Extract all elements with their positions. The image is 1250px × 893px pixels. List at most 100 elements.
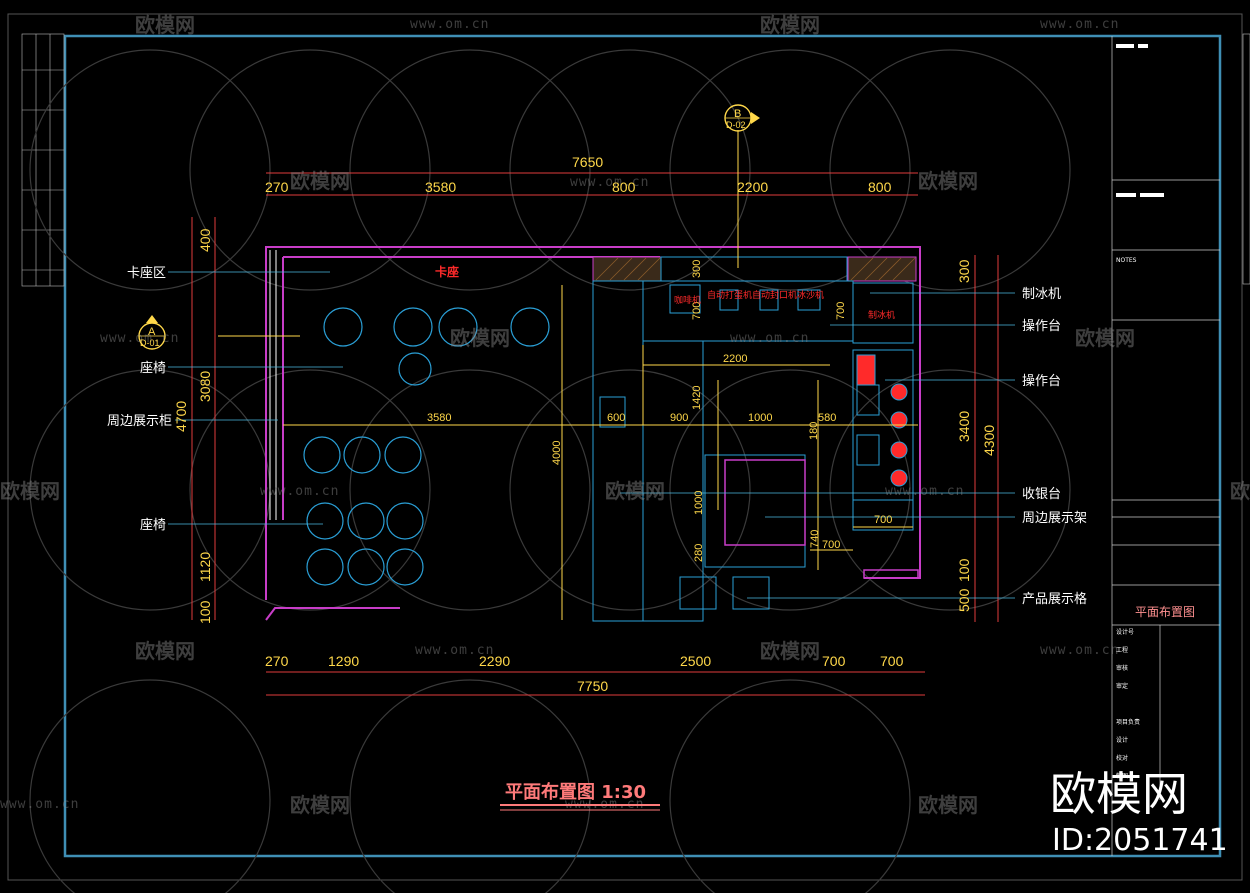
svg-text:冰沙机: 冰沙机 bbox=[797, 289, 824, 301]
svg-text:www.om.cn: www.om.cn bbox=[570, 175, 649, 190]
svg-text:咖啡机: 咖啡机 bbox=[674, 294, 701, 306]
cashier-counter bbox=[724, 459, 806, 546]
svg-text:100: 100 bbox=[197, 600, 213, 624]
section-marker-b-letter: B bbox=[734, 108, 741, 120]
svg-text:www.om.cn: www.om.cn bbox=[1040, 17, 1119, 32]
svg-text:1290: 1290 bbox=[328, 653, 359, 669]
title-block-rows: 设计号 工程 审核 审定 项目负责 设计 校对 制图 bbox=[1116, 628, 1140, 780]
svg-text:700: 700 bbox=[822, 539, 840, 551]
drawing-title: 平面布置图 1:30 bbox=[505, 781, 646, 803]
svg-text:3400: 3400 bbox=[956, 411, 972, 442]
svg-text:7650: 7650 bbox=[572, 154, 603, 170]
svg-text:欧模网: 欧模网 bbox=[1075, 326, 1135, 350]
svg-text:自动封口机: 自动封口机 bbox=[752, 289, 797, 301]
svg-text:欧模网: 欧模网 bbox=[135, 639, 195, 663]
section-marker-a bbox=[138, 315, 166, 350]
section-marker-a-letter: A bbox=[148, 326, 156, 338]
svg-text:www.om.cn: www.om.cn bbox=[260, 484, 339, 499]
svg-text:900: 900 bbox=[670, 412, 688, 424]
dimension-lines bbox=[191, 130, 999, 696]
right-dimension-text: 4300 300 3400 100 500 bbox=[956, 259, 997, 612]
equipment-text: 咖啡机 自动打蛋机 自动封口机 冰沙机 制冰机 bbox=[674, 289, 895, 321]
svg-text:700: 700 bbox=[691, 302, 703, 320]
svg-text:制冰机: 制冰机 bbox=[1022, 287, 1061, 302]
svg-text:座椅: 座椅 bbox=[140, 518, 166, 533]
svg-text:座椅: 座椅 bbox=[140, 361, 166, 376]
room-label-kazuo: 卡座 bbox=[435, 264, 459, 279]
svg-text:欧模网: 欧模网 bbox=[290, 169, 350, 193]
svg-text:欧模网: 欧模网 bbox=[1230, 479, 1250, 503]
svg-text:3580: 3580 bbox=[425, 179, 456, 195]
sheet-outer-border bbox=[7, 13, 1243, 881]
hatch-lines bbox=[595, 257, 916, 281]
svg-text:周边展示架: 周边展示架 bbox=[1022, 511, 1087, 526]
svg-text:欧模网: 欧模网 bbox=[135, 13, 195, 37]
notes-label: NOTES bbox=[1116, 257, 1137, 264]
svg-text:www.om.cn: www.om.cn bbox=[1040, 643, 1119, 658]
svg-text:4000: 4000 bbox=[551, 441, 563, 465]
svg-text:校对: 校对 bbox=[1116, 754, 1128, 762]
svg-text:欧模网: 欧模网 bbox=[605, 479, 665, 503]
svg-text:4700: 4700 bbox=[173, 401, 189, 432]
svg-text:欧模网: 欧模网 bbox=[760, 13, 820, 37]
svg-text:设计号: 设计号 bbox=[1116, 628, 1134, 636]
svg-text:www.om.cn: www.om.cn bbox=[730, 331, 809, 346]
svg-text:2500: 2500 bbox=[680, 653, 711, 669]
svg-text:收银台: 收银台 bbox=[1022, 487, 1061, 502]
svg-text:www.om.cn: www.om.cn bbox=[885, 484, 964, 499]
svg-text:7750: 7750 bbox=[577, 678, 608, 694]
svg-text:800: 800 bbox=[868, 179, 892, 195]
svg-text:600: 600 bbox=[607, 412, 625, 424]
inner-dimension-text: 2200 3580 600 900 1000 580 1420 180 4000… bbox=[427, 260, 892, 562]
svg-text:设计: 设计 bbox=[1116, 736, 1128, 744]
svg-text:工程: 工程 bbox=[1116, 646, 1128, 654]
svg-text:3580: 3580 bbox=[427, 412, 451, 424]
svg-text:700: 700 bbox=[822, 653, 846, 669]
svg-text:项目负责: 项目负责 bbox=[1116, 718, 1140, 726]
section-marker-a-sheet: D-01 bbox=[140, 338, 160, 348]
svg-text:100: 100 bbox=[956, 558, 972, 582]
svg-text:卡座区: 卡座区 bbox=[127, 266, 166, 281]
svg-text:欧模网: 欧模网 bbox=[0, 479, 60, 503]
svg-text:www.om.cn: www.om.cn bbox=[0, 797, 79, 812]
svg-text:欧模网: 欧模网 bbox=[918, 169, 978, 193]
svg-text:800: 800 bbox=[612, 179, 636, 195]
svg-text:300: 300 bbox=[691, 260, 703, 278]
right-edge-strip bbox=[1242, 33, 1250, 285]
svg-text:欧模网: 欧模网 bbox=[760, 639, 820, 663]
svg-text:700: 700 bbox=[874, 514, 892, 526]
svg-text:1420: 1420 bbox=[691, 386, 703, 410]
svg-text:www.om.cn: www.om.cn bbox=[410, 17, 489, 32]
svg-text:产品展示格: 产品展示格 bbox=[1022, 591, 1087, 607]
brand-id: ID:2051741 bbox=[1052, 823, 1228, 858]
svg-text:270: 270 bbox=[265, 179, 289, 195]
brand-logo: 欧模网 bbox=[1050, 767, 1188, 821]
section-marker-b bbox=[724, 104, 760, 132]
left-revision-strip bbox=[21, 33, 65, 287]
svg-text:740: 740 bbox=[809, 530, 821, 548]
svg-text:欧模网: 欧模网 bbox=[450, 326, 510, 350]
watermark-texts: 欧模网 www.om.cn 欧模网 www.om.cn 欧模网 www.om.c… bbox=[0, 13, 1250, 817]
svg-text:3080: 3080 bbox=[197, 371, 213, 402]
svg-text:操作台: 操作台 bbox=[1022, 373, 1061, 389]
svg-text:2290: 2290 bbox=[479, 653, 510, 669]
svg-text:欧模网: 欧模网 bbox=[918, 793, 978, 817]
svg-text:1000: 1000 bbox=[748, 412, 772, 424]
svg-text:580: 580 bbox=[818, 412, 836, 424]
svg-text:1120: 1120 bbox=[197, 552, 213, 582]
equipment-icons bbox=[856, 354, 908, 487]
svg-text:700: 700 bbox=[880, 653, 904, 669]
svg-text:审核: 审核 bbox=[1116, 664, 1128, 672]
right-callouts: 制冰机 操作台 操作台 收银台 周边展示架 产品展示格 bbox=[1022, 287, 1087, 607]
left-callouts: 卡座区 座椅 周边展示柜 座椅 bbox=[107, 266, 172, 533]
service-counters bbox=[592, 256, 914, 622]
watermark-arcs bbox=[29, 49, 1071, 893]
leader-lines bbox=[168, 271, 1015, 599]
svg-text:270: 270 bbox=[265, 653, 289, 669]
svg-text:自动打蛋机: 自动打蛋机 bbox=[707, 289, 752, 301]
svg-text:操作台: 操作台 bbox=[1022, 318, 1061, 334]
svg-text:400: 400 bbox=[197, 228, 213, 252]
svg-text:180: 180 bbox=[808, 422, 820, 440]
svg-text:4300: 4300 bbox=[981, 425, 997, 456]
